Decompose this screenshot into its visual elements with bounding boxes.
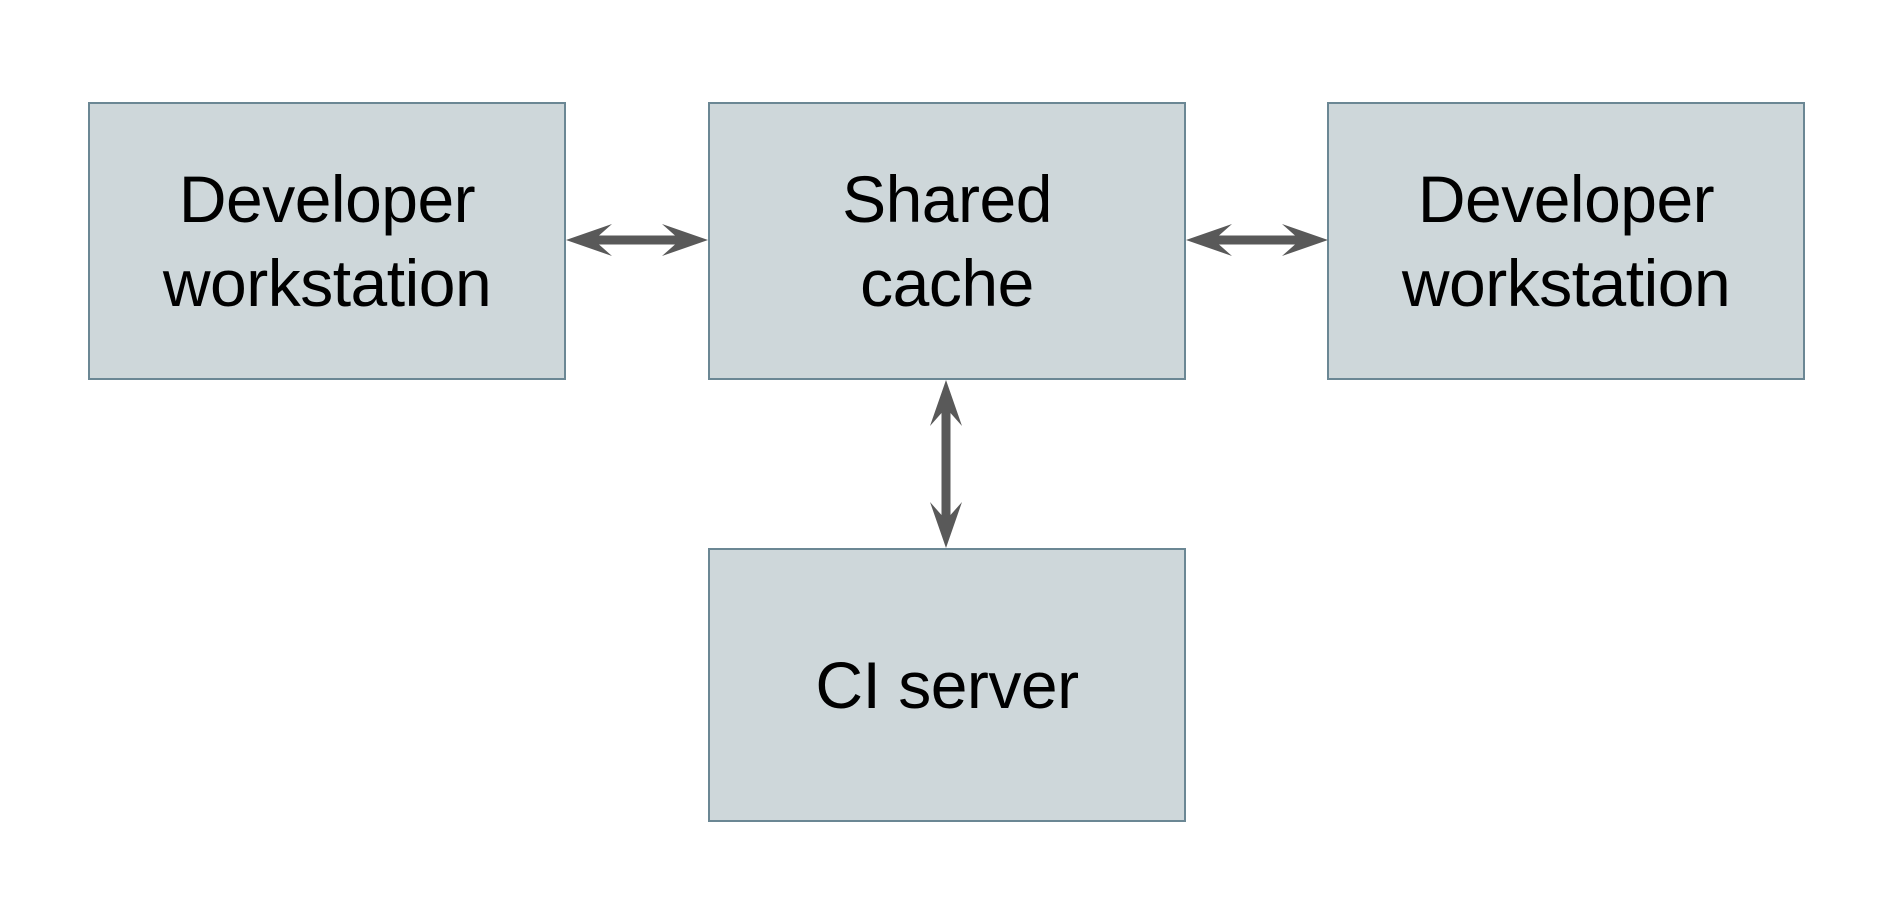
node-label: Developer workstation (1401, 161, 1731, 320)
edge-ci-server-shared-cache (930, 380, 962, 548)
node-ci-server[interactable]: CI server (708, 548, 1186, 822)
node-developer-workstation-left[interactable]: Developer workstation (88, 102, 566, 380)
node-label: Developer workstation (162, 161, 492, 320)
node-shared-cache[interactable]: Shared cache (708, 102, 1186, 380)
double-headed-arrow-icon (1186, 224, 1328, 256)
node-developer-workstation-right[interactable]: Developer workstation (1327, 102, 1805, 380)
edge-left-workstation-shared-cache (566, 224, 708, 256)
node-label: Shared cache (842, 161, 1052, 320)
edge-shared-cache-right-workstation (1186, 224, 1328, 256)
node-label: CI server (815, 647, 1079, 722)
double-headed-arrow-icon (930, 380, 962, 548)
double-headed-arrow-icon (566, 224, 708, 256)
